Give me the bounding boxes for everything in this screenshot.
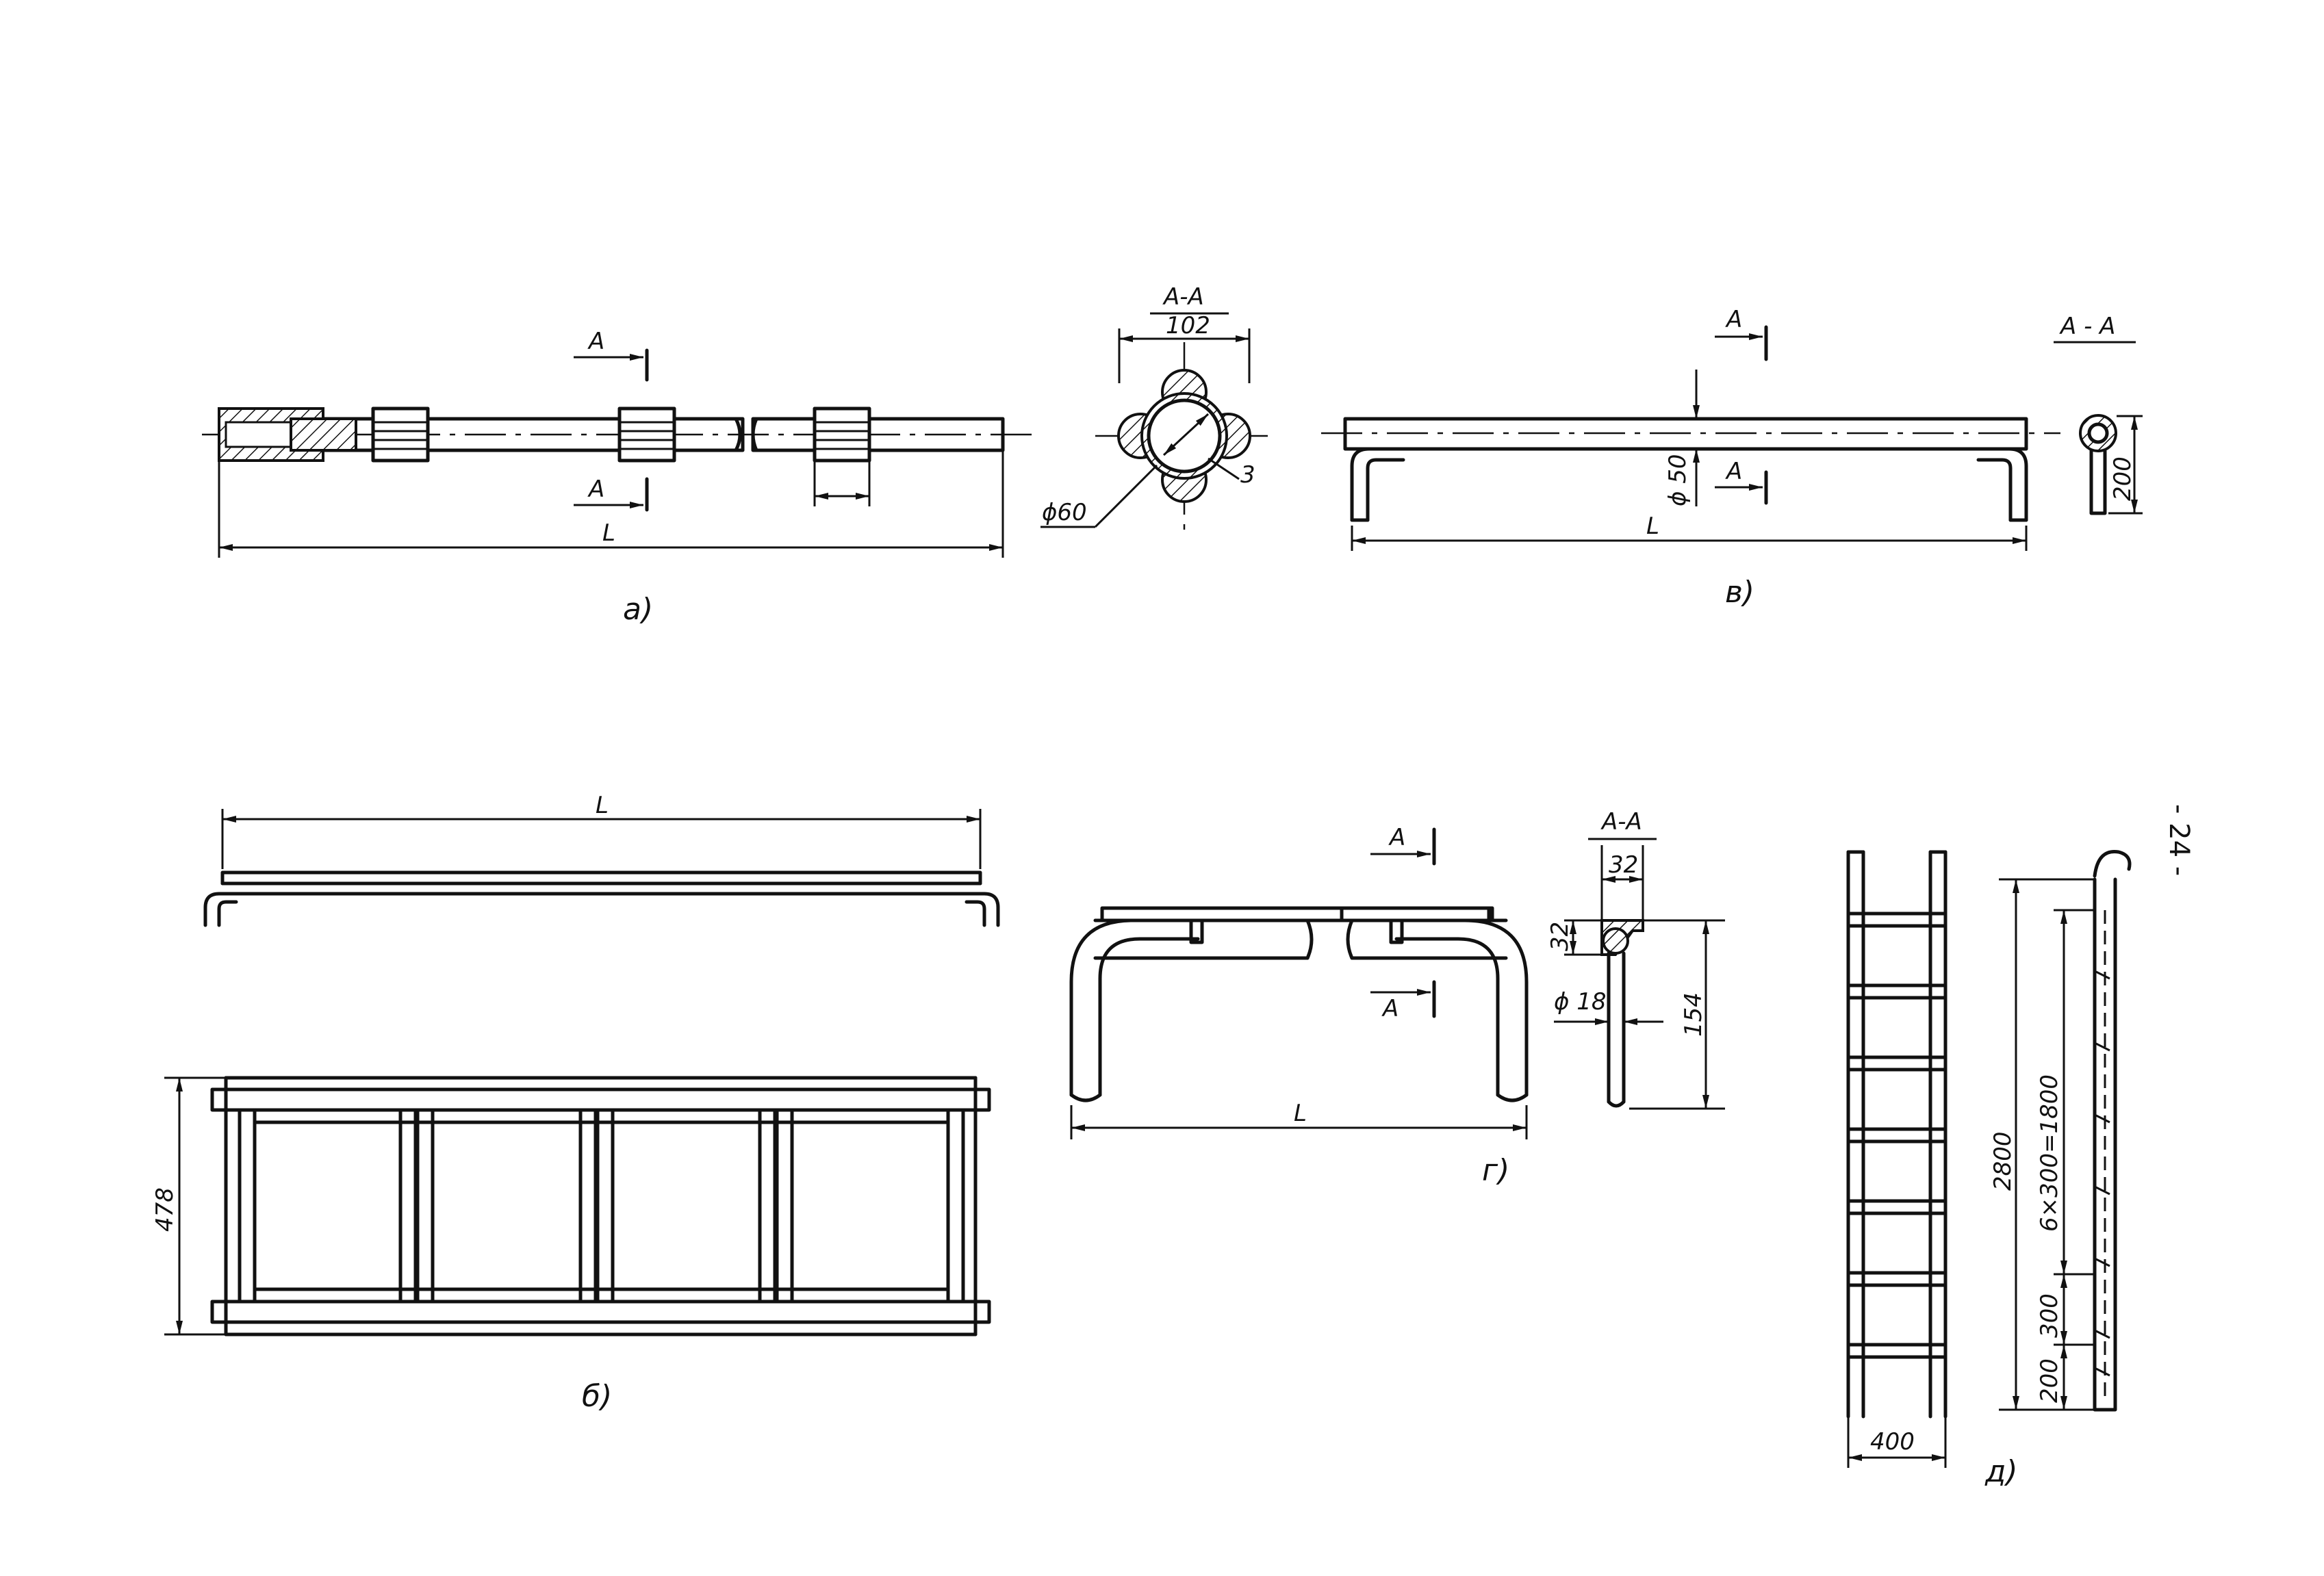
section-title: А-А xyxy=(1162,283,1204,311)
section-mark-bottom: А xyxy=(1381,995,1399,1022)
section-mark-bottom: А xyxy=(1725,458,1742,485)
figure-a-section: А-А 102 3 ϕ60 xyxy=(1040,283,1273,530)
figure-caption: г) xyxy=(1482,1153,1509,1188)
width-label: 400 xyxy=(1870,1428,1915,1456)
figure-caption: а) xyxy=(623,592,653,627)
section-mark-top: А xyxy=(1388,824,1405,851)
side-rung-marks xyxy=(2095,970,2110,1377)
coupler xyxy=(617,406,676,463)
wall-thickness: 3 xyxy=(1240,461,1255,489)
figure-v-rail: ϕ 50 А А L в) А - А 200 xyxy=(1321,306,2143,610)
bottom-label: 200 xyxy=(2036,1358,2063,1403)
section-mark-bottom: А xyxy=(587,476,604,503)
figure-g-handrail: А А L г) А-А 32 32 ϕ 18 154 xyxy=(1069,808,1725,1188)
diameter-label: ϕ 50 xyxy=(1664,454,1691,507)
section-offset: 32 xyxy=(1546,922,1574,951)
total-height: 2800 xyxy=(1989,1131,2017,1191)
coupler xyxy=(371,406,430,463)
figure-a-pipe-coupling: А А L а) xyxy=(202,328,1034,627)
step-label: 300 xyxy=(2036,1293,2063,1338)
section-width: 32 xyxy=(1609,851,1638,879)
height-label: 478 xyxy=(151,1187,179,1232)
section-height: 200 xyxy=(2109,456,2136,501)
length-label: L xyxy=(602,519,615,547)
section-width: 102 xyxy=(1166,312,1210,339)
section-mark-top: А xyxy=(587,328,604,355)
section-title: А - А xyxy=(2059,313,2115,340)
step-run: 6×300=1800 xyxy=(2036,1074,2063,1232)
figure-d-ladder: 400 2800 6×300=1800 300 200 д) xyxy=(1846,849,2132,1489)
length-label: L xyxy=(596,792,609,819)
rod-diameter: ϕ 18 xyxy=(1554,988,1607,1016)
section-mark-top: А xyxy=(1725,306,1742,333)
section-height: 154 xyxy=(1680,992,1707,1037)
page-number: - 24 - xyxy=(2163,804,2195,876)
ladder-rungs xyxy=(1846,912,1948,1359)
figure-caption: в) xyxy=(1725,575,1754,610)
figure-b-platform: L 478 б) xyxy=(151,792,1000,1414)
figure-caption: д) xyxy=(1984,1454,2018,1489)
pipe-diameter: ϕ60 xyxy=(1042,499,1087,526)
section-title: А-А xyxy=(1600,808,1642,836)
coupler xyxy=(813,406,871,463)
length-label: L xyxy=(1294,1100,1307,1127)
figure-caption: б) xyxy=(582,1379,612,1414)
length-label: L xyxy=(1646,513,1659,540)
